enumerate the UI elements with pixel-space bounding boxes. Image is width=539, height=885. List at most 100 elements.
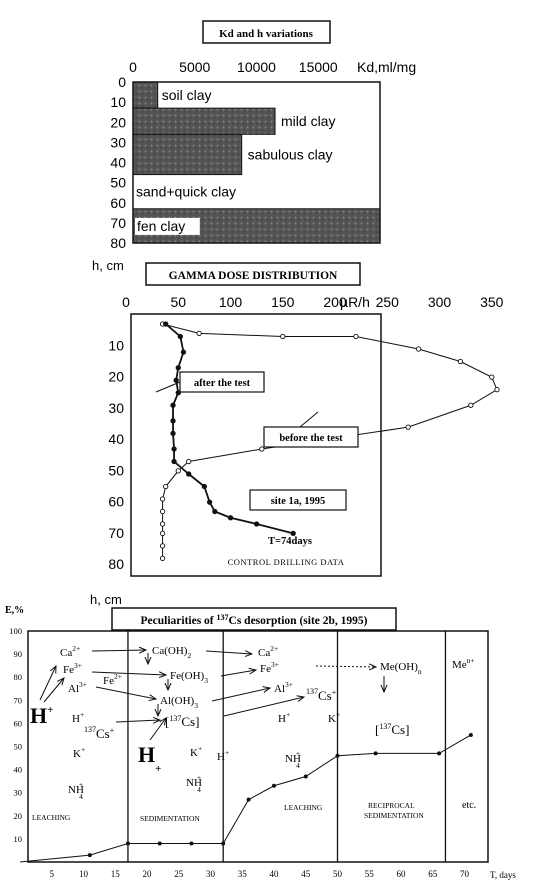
gamma-data-point [290,530,296,537]
kd-layer-label-bg [135,217,200,235]
gamma-data-point [280,333,286,340]
cs-h-axis-label: h, cm [90,592,122,607]
cs-data-point [335,753,340,758]
cs-stage-label: RECIPROCAL [368,801,415,810]
cs-x-tick-label: 65 [428,869,438,879]
ion-h-2: H+ [72,710,84,725]
cs-y-tick-label: 100 [9,626,22,636]
cs-plot-frame [27,630,489,863]
gamma-plot-frame [130,313,382,577]
gamma-x-tick-label: 50 [170,294,186,310]
kd-x-tick-label: 10000 [237,59,276,75]
gamma-x-tick-label: 250 [376,294,400,310]
kd-layer-label: mild clay [281,113,335,129]
gamma-data-point [186,471,192,477]
cs-data-point [157,841,162,846]
cs-data-point [125,841,130,846]
kd-x-tick-label: 5000 [179,59,210,75]
gamma-h-axis-label: h, cm [92,258,124,273]
gamma-x-tick-label: 300 [428,294,452,310]
cs-data-point [246,797,251,802]
cs-x-tick-label: 45 [301,869,311,879]
gamma-data-point [489,374,495,380]
gamma-series [159,321,500,562]
cs-x-tick-label: 5 [50,869,55,879]
cs-title-box [111,607,397,631]
ion-k-1: K+ [73,745,85,760]
cs-x-tick-label: 25 [174,869,184,879]
arrow-feoh-to-fe [220,670,256,677]
cs-x-tick-label: 30 [206,869,216,879]
arrow-ca-to-caoh [91,650,146,651]
kd-x-tick-label: 0 [129,59,137,75]
after-test-leader [155,381,181,393]
ion-fe2-1: Fe2+ [103,672,122,687]
gamma-data-point [227,515,234,521]
ion-h-4: H+ [278,710,290,725]
gamma-data-point [175,468,181,474]
gamma-x-tick-label: 200 [323,294,347,310]
gamma-data-point [163,483,169,490]
ion-nh4-3: NH+4 [285,749,301,770]
cs-x-tick-label: 55 [365,869,375,879]
arrow-precip-to-cs [223,697,304,717]
kd-bar [132,107,276,135]
cs-title-part2: Cs desorption (site 2b, 1995) [229,615,368,627]
kd-x-tick-label: 15000 [299,59,338,75]
ion-al-2: Al3+ [274,680,293,695]
cs-stage-label: SEDIMENTATION [364,811,424,820]
gamma-y-tick-label: 50 [108,462,124,478]
cs-chart: E,% Peculiarities of 137Cs desorption (s… [5,605,516,880]
ion-fe3-1: Fe3+ [63,661,82,676]
cs-x-tick-label: 35 [238,869,248,879]
drilling-annotation: CONTROL DRILLING DATA [228,557,345,567]
ion-k-2: K+ [190,744,202,759]
before-test-box [263,426,359,448]
cs-series-line [19,734,472,863]
cs-stage-label: LEACHING [32,813,71,822]
cs-x-tick-label: 50 [333,869,343,879]
gamma-y-tick-label: 40 [108,431,124,447]
cs-y-axis-label: E,% [5,605,24,616]
gamma-x-tick-label: 350 [480,294,504,310]
gamma-data-point [159,530,166,537]
gamma-data-point [159,508,166,515]
gamma-data-point [159,496,166,502]
ion-h-3: H+ [217,748,229,763]
gamma-data-point [353,333,359,340]
gamma-x-axis-label: µR/h [340,294,370,310]
ion-h-large-1: H+ [30,703,53,728]
site-annotation: site 1a, 1995 [271,496,326,507]
cs-title-part1: Peculiarities of [141,615,217,627]
cs-x-tick-label: 15 [111,869,121,879]
kd-y-tick-label: 30 [110,134,126,150]
gamma-data-point [494,386,500,393]
gamma-data-point [175,365,181,371]
ion-me: Men+ [452,656,475,671]
reaction-arrows [39,650,384,741]
cs-stage-label: LEACHING [284,803,323,812]
gamma-y-tick-label: 10 [108,337,124,353]
gamma-y-tick-label: 20 [108,369,124,385]
gamma-title-box [145,262,361,286]
cs-y-tick-label: 20 [14,811,23,821]
cs-stage-label: etc. [462,800,476,811]
cs-data-point [189,841,194,846]
arrow-h-to-al [43,678,64,703]
arrow-al-to-aloh [95,686,156,699]
gamma-y-tick-label: 60 [108,494,124,510]
gamma-data-point [170,430,176,437]
cs-series [19,732,473,863]
ion-ca-1: Ca2+ [60,644,80,659]
arrow-dashed-to-meoh [315,666,376,667]
cs-x-axis-label: T, days [490,870,516,880]
cs-x-tick-label: 10 [79,869,89,879]
gamma-data-point [186,458,192,465]
cs-title-iso: 137 [217,613,229,622]
gamma-data-point [175,390,181,396]
